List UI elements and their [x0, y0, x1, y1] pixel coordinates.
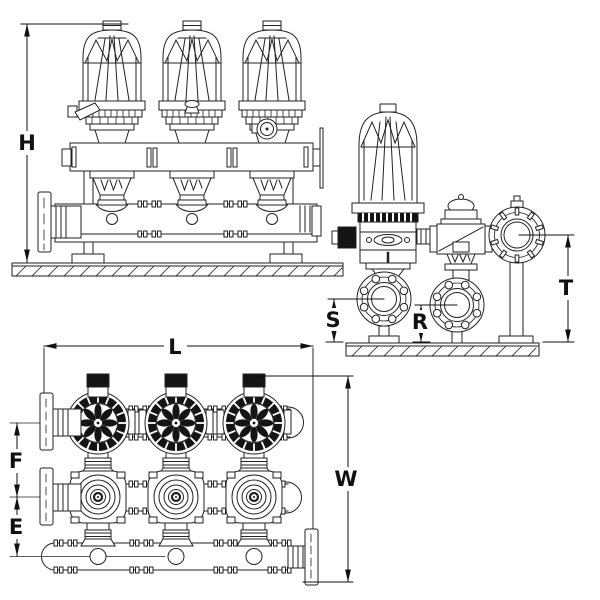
inlet-manifold-front [61, 127, 324, 189]
dimension-t: T [518, 234, 578, 343]
filter-dome-3 [238, 20, 306, 144]
dim-label-e: E [9, 515, 23, 539]
plan-valve-2 [147, 470, 205, 524]
plan-filter-top-1 [60, 373, 136, 455]
dimension-r: R [410, 304, 458, 343]
side-view [331, 103, 546, 357]
backwash-valve-handle [67, 102, 101, 121]
front-view [11, 20, 344, 277]
dimension-s: S [323, 298, 385, 343]
plan-valve-1 [69, 470, 127, 524]
dimension-e: E [5, 496, 27, 557]
plan-filter-top-2 [138, 373, 214, 455]
dimension-f: F [5, 422, 27, 498]
backwash-valve-assemblies [89, 170, 295, 206]
plan-inlet-flange [39, 392, 82, 451]
filter-dome-1 [67, 20, 146, 144]
three-way-valve [429, 194, 501, 281]
inlet-flange-front [37, 191, 82, 253]
filter-dome-2 [158, 20, 226, 144]
plan-view [9, 373, 319, 586]
dim-label-r: R [412, 310, 428, 334]
side-supports [368, 257, 534, 344]
plan-outlet-flange [39, 467, 82, 526]
dimension-h: H [15, 23, 129, 263]
dimensions: H T S R [5, 23, 578, 583]
outlet-flange-disc [488, 195, 546, 264]
ground-front [11, 262, 344, 277]
plan-drain-manifold [41, 522, 319, 586]
drain-manifold-front [54, 200, 322, 243]
plan-valve-3 [225, 470, 283, 524]
dim-label-w: W [334, 467, 357, 491]
dim-label-h: H [18, 131, 36, 155]
ground-side [345, 342, 540, 357]
dim-label-t: T [559, 276, 574, 300]
dim-label-l: L [168, 335, 181, 359]
dim-label-s: S [325, 308, 340, 332]
dimension-l: L [43, 335, 314, 529]
plan-filter-top-3 [216, 373, 292, 455]
dimension-w: W [257, 375, 358, 583]
pressure-gauge [251, 118, 278, 140]
dim-label-f: F [9, 449, 23, 473]
